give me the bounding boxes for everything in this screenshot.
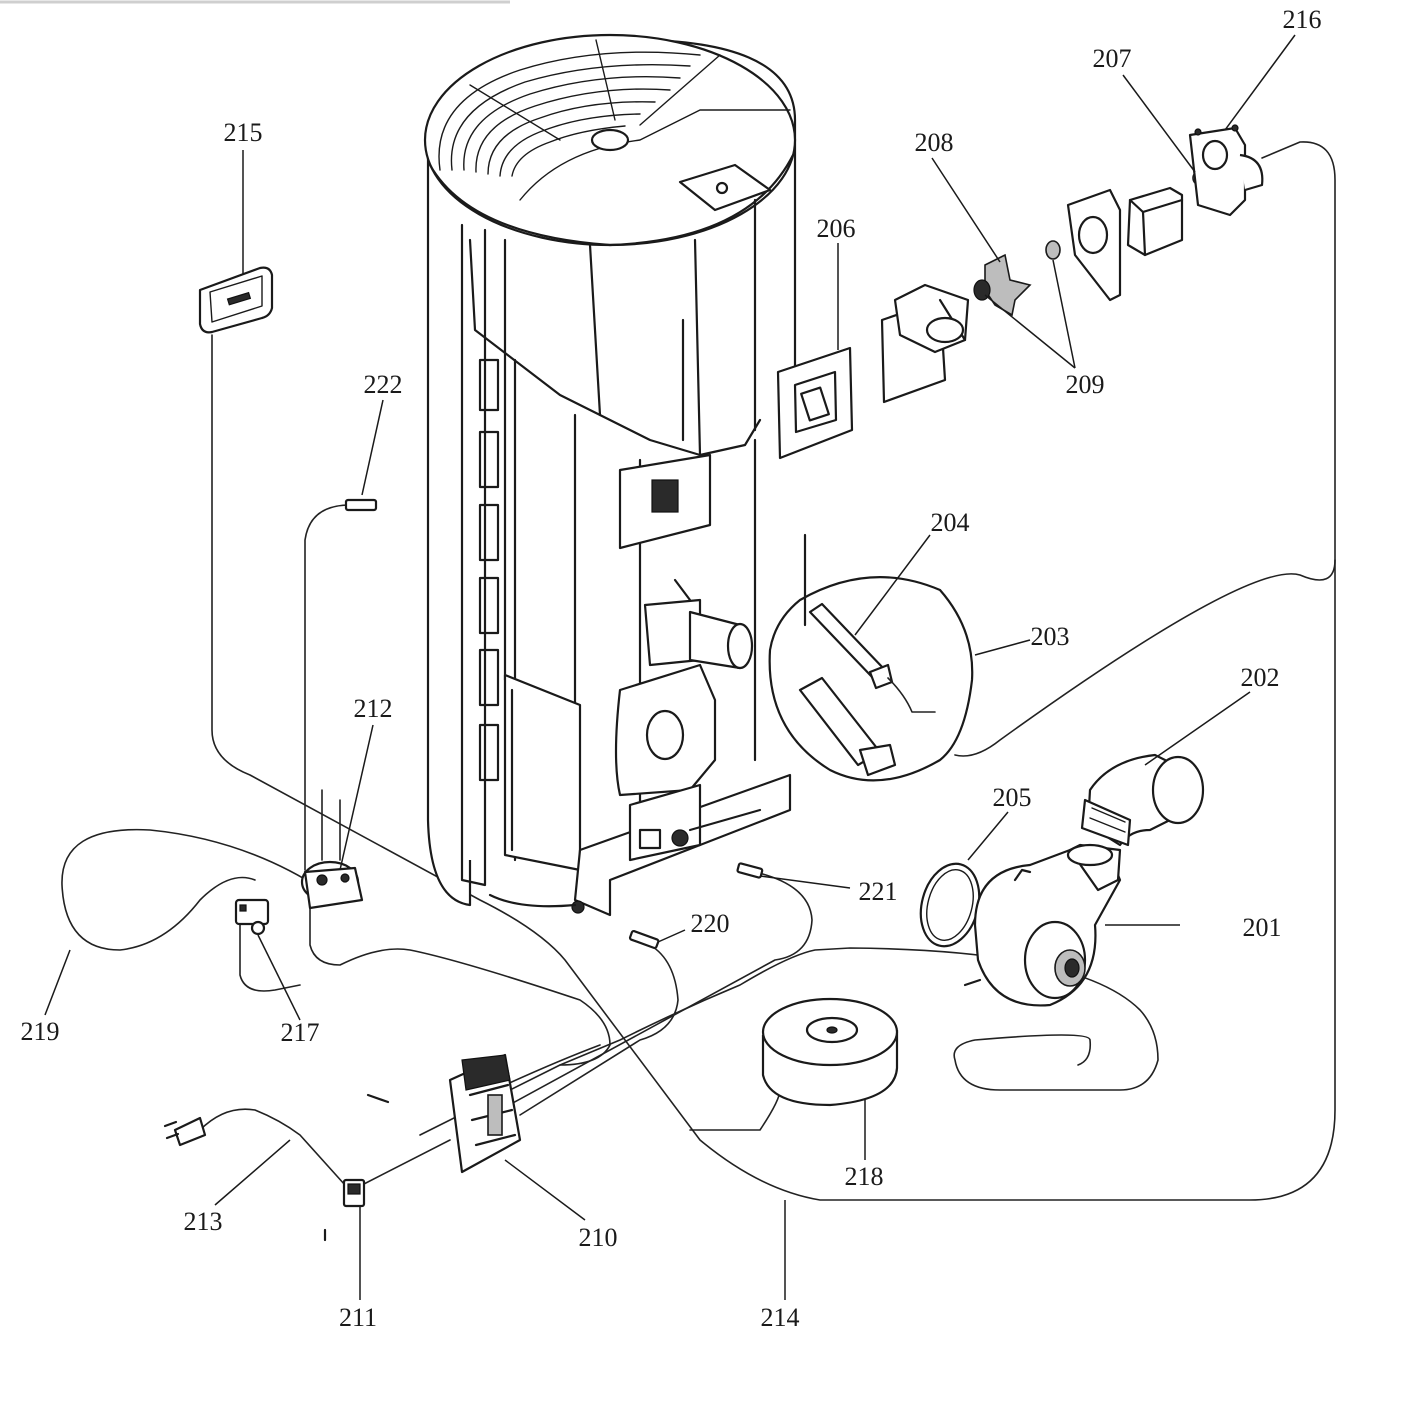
callout-213: 213 [184,1207,223,1236]
callout-201: 201 [1243,913,1282,942]
callout-222: 222 [364,370,403,399]
callout-208: 208 [915,128,954,157]
callout-203: 203 [1031,622,1070,651]
part-211-rocker-switch [342,1178,366,1208]
part-220-sensor [628,929,660,950]
callout-219: 219 [21,1017,60,1046]
part-216-auger-motor [1188,124,1264,217]
part-213-power-cord [163,1116,207,1147]
callout-209: 209 [1066,370,1105,399]
part-217-thermostat [234,898,270,936]
part-212-pressure-switch [300,860,364,910]
part-221-sensor [736,862,764,879]
part-210-control-board [448,1053,522,1174]
part-202-exhaust-elbow [1080,753,1205,847]
wiring-harness [61,141,1336,1201]
callout-215: 215 [224,118,263,147]
callout-211: 211 [339,1303,377,1332]
part-222-temperature-probe [344,498,378,512]
callout-204: 204 [931,508,970,537]
callout-leaders [44,34,1296,1300]
callout-221: 221 [859,877,898,906]
part-204-igniter [798,602,936,777]
stray-mark [366,1093,390,1104]
callout-207: 207 [1093,44,1132,73]
callout-220: 220 [691,909,730,938]
callout-206: 206 [817,214,856,243]
callout-205: 205 [993,783,1032,812]
part-206-gasket [776,346,854,460]
motor-bracket [1126,186,1184,257]
lid-center-hole [590,128,630,152]
top-grill [438,39,791,201]
callout-labels: 201 202 203 204 205 206 207 208 209 210 … [21,5,1322,1332]
fan-motor-plate [1066,188,1122,302]
callout-216: 216 [1283,5,1322,34]
part-203-igniter-detail-circle [768,533,974,782]
callout-217: 217 [281,1018,320,1047]
stove-body [423,33,797,917]
part-215-control-panel [198,266,274,334]
callout-202: 202 [1241,663,1280,692]
part-201-exhaust-blower [963,843,1122,1007]
side-vents [478,358,500,782]
callout-212: 212 [354,694,393,723]
part-218-convection-blower [761,997,899,1107]
callout-218: 218 [845,1162,884,1191]
callout-214: 214 [761,1303,800,1332]
part-208-combustion-fan-assembly [880,253,1032,404]
callout-210: 210 [579,1223,618,1252]
